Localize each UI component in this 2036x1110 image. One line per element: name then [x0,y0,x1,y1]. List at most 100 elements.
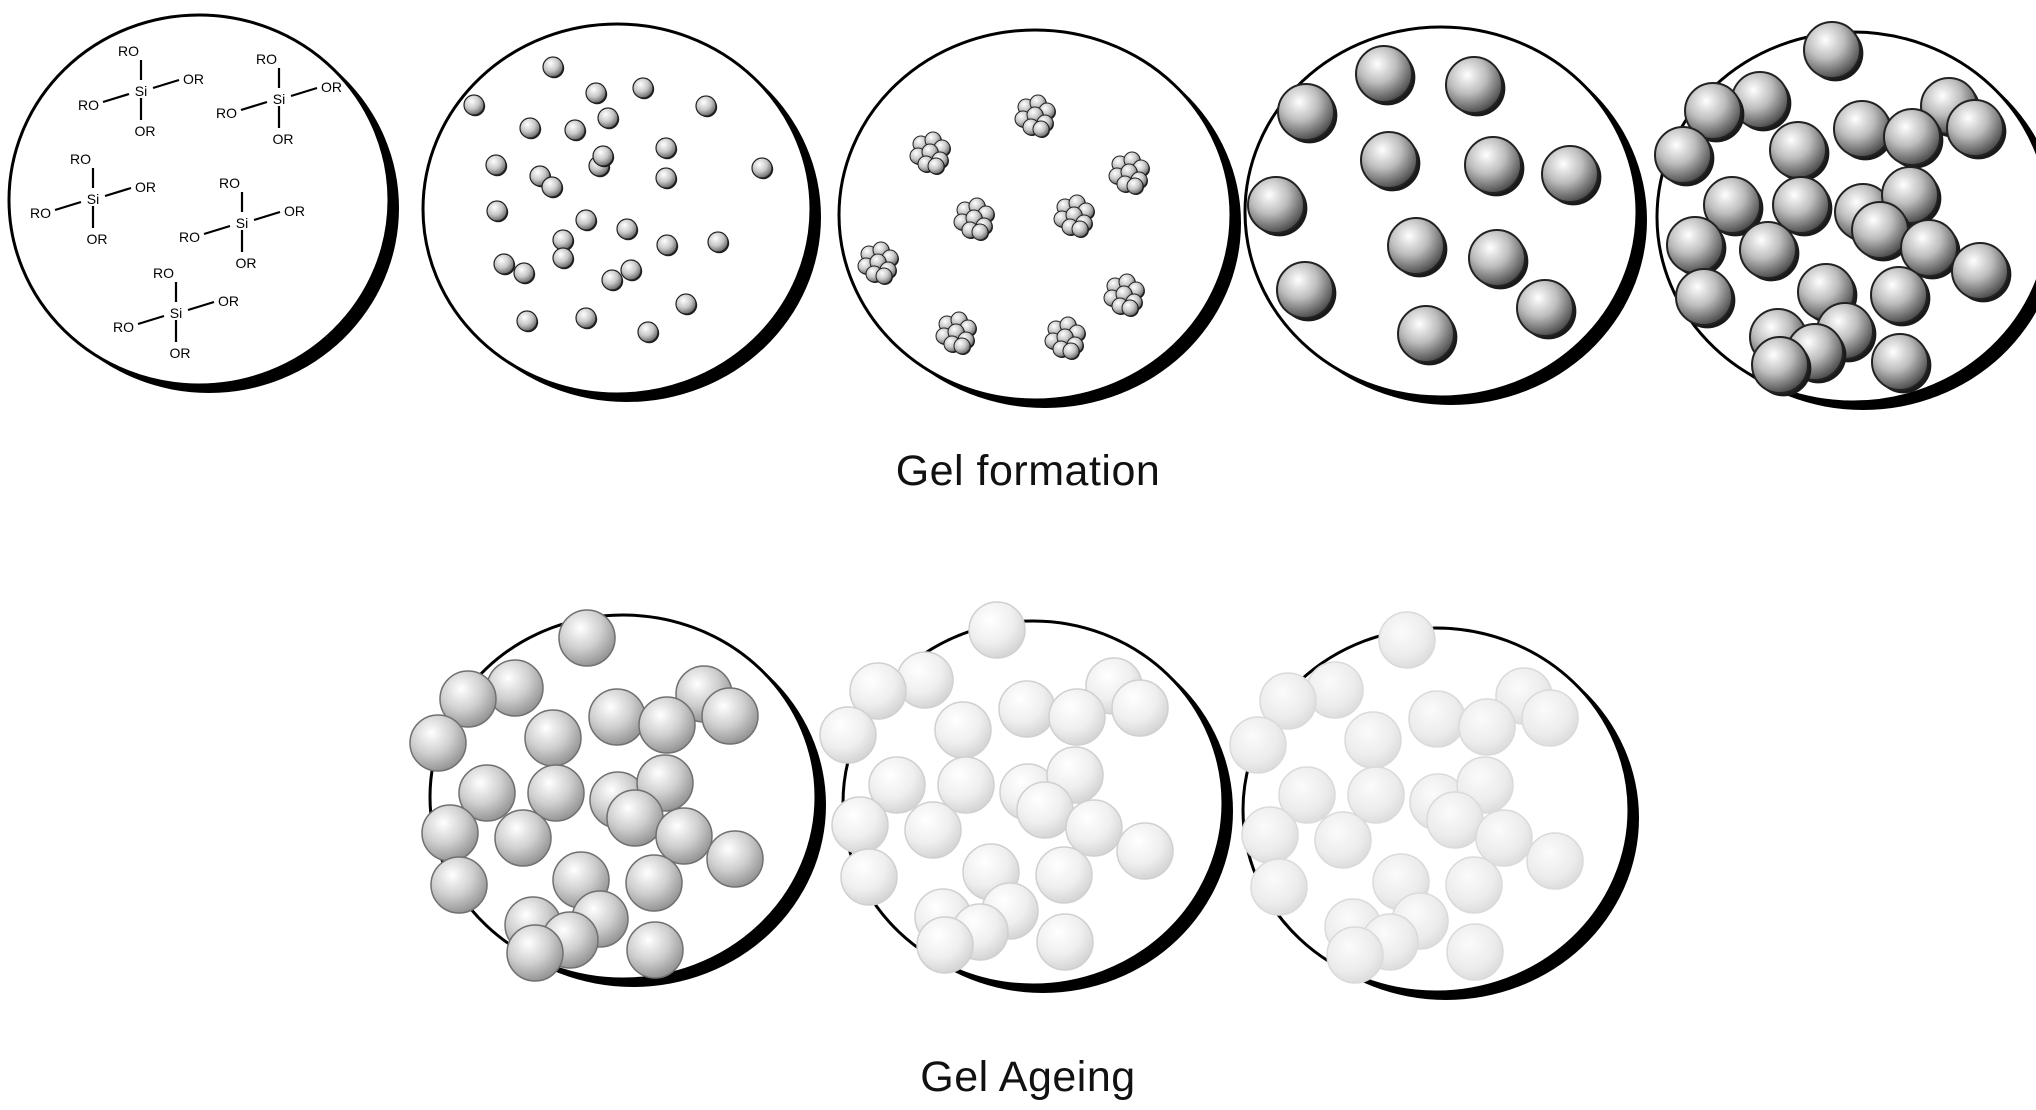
ageing-particle-stage-2 [904,801,962,859]
primary-particle [707,231,730,254]
network-particle [1946,99,2007,160]
ageing-particle-stage-3 [1229,716,1287,774]
grown-particle [1464,136,1525,197]
cluster-particle [1032,120,1050,138]
ageing-particle-stage-2 [937,756,995,814]
ageing-particle-stage-1 [606,789,664,847]
primary-particle [552,247,575,270]
disc-1 [7,13,399,393]
ageing-particle-stage-2 [1036,913,1094,971]
ageing-particle-stage-2 [1016,781,1074,839]
alkoxy-label: OR [183,71,204,87]
primary-particle [655,167,678,190]
ageing-particle-stage-1 [494,809,552,867]
primary-particle [542,56,565,79]
alkoxy-label: OR [170,345,191,361]
ageing-particle-stage-3 [1344,711,1402,769]
primary-particle [695,95,718,118]
primary-particle [485,154,508,177]
alkoxy-label: RO [30,205,51,221]
gel-ageing-caption: Gel Ageing [920,1053,1136,1101]
alkoxy-label: OR [236,255,257,271]
ageing-particle-stage-1 [558,609,616,667]
ageing-particle-stage-3 [1526,832,1584,890]
ageing-particle-stage-1 [458,764,516,822]
primary-particle [637,321,660,344]
ageing-particle-stage-1 [409,714,467,772]
silicon-label: Si [170,305,182,321]
ageing-particle-stage-3 [1278,766,1336,824]
network-particle [1751,336,1812,397]
ageing-particle-stage-3 [1259,672,1317,730]
ageing-particle-stage-2 [1035,846,1093,904]
alkoxy-label: OR [284,203,305,219]
ageing-particle-stage-1 [524,709,582,767]
network-particle [1951,242,2012,303]
ageing-particle-stage-1 [655,807,713,865]
network-particle [1731,71,1792,132]
ageing-particle-stage-3 [1458,698,1516,756]
primary-particle [493,253,516,276]
ageing-particle-stage-3 [1408,690,1466,748]
primary-particle [656,234,679,257]
network-particle [1803,21,1864,82]
cluster-particle [1071,220,1089,238]
network-particle [1851,201,1912,262]
ageing-particle-stage-1 [439,670,497,728]
ageing-particle-stage-3 [1475,809,1533,867]
ageing-particle-stage-1 [638,696,696,754]
ageing-particle-stage-2 [819,706,877,764]
network-particle [1703,176,1764,237]
silicon-label: Si [236,215,248,231]
alkoxy-label: RO [70,151,91,167]
primary-particle [592,145,615,168]
alkoxy-label: RO [118,43,139,59]
ageing-particle-stage-3 [1250,858,1308,916]
alkoxy-label: OR [321,79,342,95]
ageing-particle-stage-3 [1378,611,1436,669]
network-particle [1739,221,1800,282]
ageing-particle-stage-1 [701,687,759,745]
alkoxy-label: OR [273,131,294,147]
primary-particle [516,310,539,333]
cluster-particle [1062,342,1080,360]
grown-particle [1468,229,1529,290]
primary-particle [486,200,509,223]
silicon-label: Si [135,83,147,99]
disc-3 [837,28,1241,408]
grown-particle [1360,131,1421,192]
ageing-particle-stage-3 [1445,856,1503,914]
alkoxy-label: OR [135,179,156,195]
ageing-particle-stage-2 [831,796,889,854]
ageing-particle-stage-2 [868,756,926,814]
ageing-particle-stage-2 [840,848,898,906]
cluster-particle [1126,177,1144,195]
ageing-particle-stage-3 [1314,811,1372,869]
network-particle [1654,126,1715,187]
alkoxy-label: RO [153,265,174,281]
grown-particle [1397,305,1458,366]
ageing-particle-stage-2 [1048,688,1106,746]
network-particle [1675,268,1736,329]
ageing-particle-stage-2 [1065,799,1123,857]
network-particle [1684,82,1745,143]
alkoxy-label: RO [78,97,99,113]
ageing-particle-stage-1 [588,688,646,746]
alkoxy-label: RO [179,229,200,245]
alkoxy-label: OR [135,123,156,139]
ageing-particle-stage-2 [934,701,992,759]
primary-particle [575,209,598,232]
grown-particle [1277,83,1338,144]
silicon-label: Si [87,191,99,207]
alkoxy-label: RO [113,319,134,335]
ageing-particle-stage-3 [1347,766,1405,824]
ageing-particle-stage-3 [1326,926,1384,984]
primary-particle [463,94,486,117]
network-particle [1883,108,1944,169]
ageing-particle-stage-3 [1241,806,1299,864]
ageing-particle-stage-2 [968,601,1026,659]
grown-particle [1445,56,1506,117]
